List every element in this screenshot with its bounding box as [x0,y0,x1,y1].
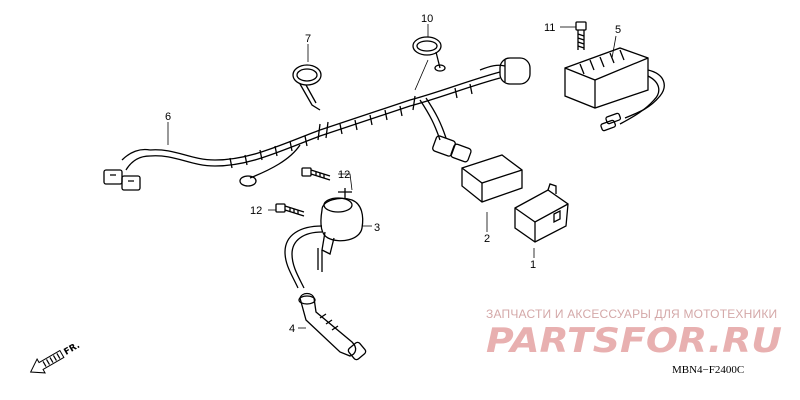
direction-label: FR. [62,341,81,358]
callout-12a: 12 [338,169,350,181]
callout-3: 3 [374,222,380,234]
callout-6: 6 [165,111,171,123]
bolt-12a [301,167,331,181]
arrow-icon [29,349,65,374]
wire-harness [103,57,531,191]
front-direction-arrow: FR. [29,341,82,374]
callout-11: 11 [544,22,555,34]
bolt-11 [575,21,587,50]
clamp-7 [292,64,322,111]
callout-4: 4 [289,323,295,335]
callout-10: 10 [421,13,433,25]
watermark-tagline: ЗАПЧАСТИ И АКСЕССУАРЫ ДЛЯ МОТОТЕХНИКИ [486,307,777,321]
regulator-rectifier [564,47,665,132]
relay-unit [514,183,569,243]
callout-7: 7 [305,33,311,45]
bolt-12b [275,203,305,217]
watermark: ЗАПЧАСТИ И АКСЕССУАРЫ ДЛЯ МОТОТЕХНИКИ PA… [486,307,782,361]
callout-12b: 12 [250,205,262,217]
leader-lines [167,24,617,329]
callout-1: 1 [530,259,536,271]
callout-5: 5 [615,24,621,36]
ignition-coil [284,188,364,289]
callout-2: 2 [484,233,490,245]
callout-numbers: 1 2 3 4 5 6 7 10 11 12 12 [165,13,621,335]
watermark-logo: PARTSFOR.RU [486,321,782,361]
diagram-code: MBN4−F2400C [672,364,744,376]
clamp-10 [412,36,446,72]
ignition-control-module [461,154,523,203]
spark-plug-cap [298,292,367,361]
